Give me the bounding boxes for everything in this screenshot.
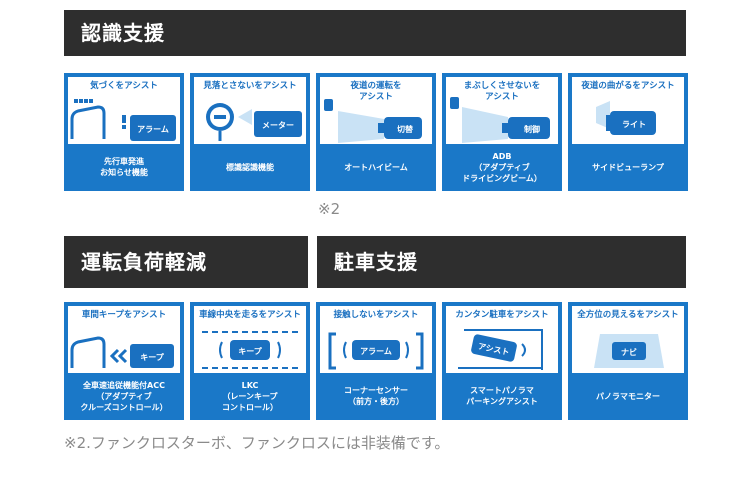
card-label: LKC （レーンキープ コントロール） [222, 380, 278, 412]
parking-assist-icon: アシスト [458, 329, 543, 370]
panoramic-monitor-icon: ナビ [594, 334, 664, 368]
feature-card-departure-alert[interactable]: 気づくをアシスト アラーム 先行車発進 お知らせ機能 [64, 73, 184, 191]
section-header-recognition: 認識支援 [64, 10, 686, 56]
icon-text: アラーム [360, 347, 392, 356]
feature-card-sign-recognition[interactable]: 見落とさないをアシスト メーター 標識認識機能 [190, 73, 310, 191]
feature-card-lkc[interactable]: 車線中央を走るをアシスト キープ LKC （レーンキープ コントロール） [190, 302, 310, 420]
card-label: サイドビューランプ [592, 162, 664, 172]
feature-card-corner-sensor[interactable]: 接触しないをアシスト アラーム コーナーセンサー （前方・後方） [316, 302, 436, 420]
section-header-fatigue: 運転負荷軽減 [64, 236, 308, 288]
card-label: ADB （アダプティブ ドライビングビーム） [462, 151, 542, 183]
lane-keep-icon: キープ [202, 331, 298, 369]
adaptive-beam-icon: 制御 [450, 97, 550, 143]
corner-sensor-icon: アラーム [328, 332, 424, 370]
card-heading: 気づくをアシスト [90, 81, 158, 91]
feature-card-adaptive-beam[interactable]: まぶしくさせないを アシスト 制御 ADB （アダプティブ ドライビングビーム） [442, 73, 562, 191]
icon-text: 制御 [524, 124, 540, 134]
card-heading: 夜道の運転を アシスト [350, 81, 402, 102]
card-label: 先行車発進 お知らせ機能 [100, 157, 148, 177]
card-label: コーナーセンサー （前方・後方） [344, 386, 408, 406]
side-view-lamp-icon: ライト [596, 101, 656, 135]
card-heading: 車線中央を走るをアシスト [199, 310, 301, 320]
icon-text: 切替 [397, 124, 413, 134]
feature-card-auto-high-beam[interactable]: 夜道の運転を アシスト 切替 オートハイビーム [316, 73, 436, 191]
card-label: 全車速追従機能付ACC （アダプティブ クルーズコントロール） [80, 380, 168, 412]
card-heading: まぶしくさせないを アシスト [463, 81, 541, 102]
distance-keep-icon: キープ [70, 336, 174, 368]
icon-text: アラーム [137, 125, 169, 134]
card-heading: 全方位の見えるをアシスト [577, 310, 679, 320]
icon-text: ナビ [621, 347, 637, 357]
feature-card-parking-assist[interactable]: カンタン駐車をアシスト アシスト スマートパノラマ パーキングアシスト [442, 302, 562, 420]
card-heading: 接触しないをアシスト [333, 310, 419, 320]
note-mark: ※2 [318, 200, 341, 218]
card-heading: カンタン駐車をアシスト [455, 310, 549, 320]
card-heading: 見落とさないをアシスト [203, 81, 297, 91]
auto-high-beam-icon: 切替 [324, 99, 422, 143]
card-label: 標識認識機能 [226, 162, 274, 172]
card-label: スマートパノラマ パーキングアシスト [466, 386, 538, 406]
card-heading: 夜道の曲がるをアシスト [581, 81, 675, 91]
icon-text: ライト [622, 120, 646, 129]
footnote: ※2.ファンクロスターボ、ファンクロスには非装備です。 [64, 434, 450, 452]
card-label: パノラマモニター [596, 391, 660, 401]
departure-alert-icon: アラーム [70, 99, 176, 141]
feature-card-side-view-lamp[interactable]: 夜道の曲がるをアシスト ライト サイドビューランプ [568, 73, 688, 191]
card-heading: 車間キープをアシスト [81, 310, 167, 320]
feature-card-panoramic-monitor[interactable]: 全方位の見えるをアシスト ナビ パノラマモニター [568, 302, 688, 420]
icon-text: メーター [262, 120, 294, 130]
icon-text: キープ [140, 352, 165, 362]
card-label: オートハイビーム [344, 162, 408, 172]
feature-card-acc[interactable]: 車間キープをアシスト キープ 全車速追従機能付ACC （アダプティブ クルーズコ… [64, 302, 184, 420]
sign-recognition-icon: メーター [206, 103, 302, 141]
icon-text: キープ [238, 346, 263, 356]
section-header-parking: 駐車支援 [317, 236, 686, 288]
